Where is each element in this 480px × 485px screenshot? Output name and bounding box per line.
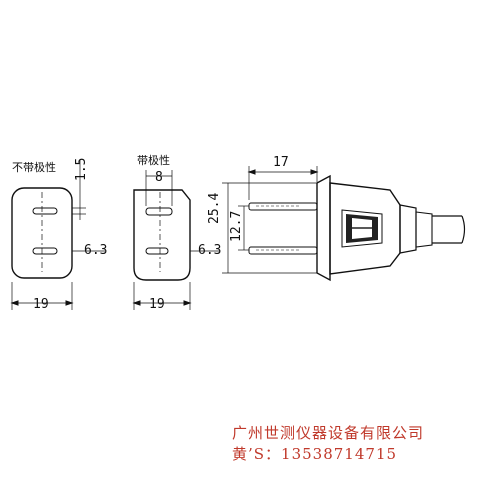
middle-pin-bottom (145, 247, 169, 255)
side-dim-pin-length: 17 (273, 155, 289, 170)
phone-number: 13538714715 (281, 445, 398, 463)
phone-label: 黄’S： (232, 445, 282, 463)
left-dim-pin-gap: 1.5 (74, 158, 89, 181)
middle-dim-pin-spacing: 6.3 (198, 243, 221, 258)
side-pin-top (248, 202, 318, 211)
left-pin-bottom (32, 247, 58, 255)
left-dim-pin-spacing: 6.3 (84, 243, 107, 258)
middle-pin-top (145, 207, 173, 216)
left-plug-face (10, 160, 105, 310)
side-dim-pin-offset: 12.7 (229, 211, 244, 242)
contact-line: 黄’S：13538714715 (232, 443, 397, 464)
company-name: 广州世测仪器设备有限公司 (232, 424, 425, 442)
middle-dim-pin-width: 8 (155, 170, 163, 185)
middle-plug-face (132, 170, 220, 310)
side-pin-bottom (248, 246, 318, 255)
left-dim-width: 19 (33, 297, 49, 312)
side-plug-body (222, 166, 466, 282)
middle-dim-width: 19 (149, 297, 165, 312)
side-dim-body-height: 25.4 (207, 193, 222, 224)
middle-view-label: 带极性 (137, 153, 170, 167)
left-view-label: 不带极性 (12, 160, 56, 174)
left-pin-top (32, 207, 58, 215)
